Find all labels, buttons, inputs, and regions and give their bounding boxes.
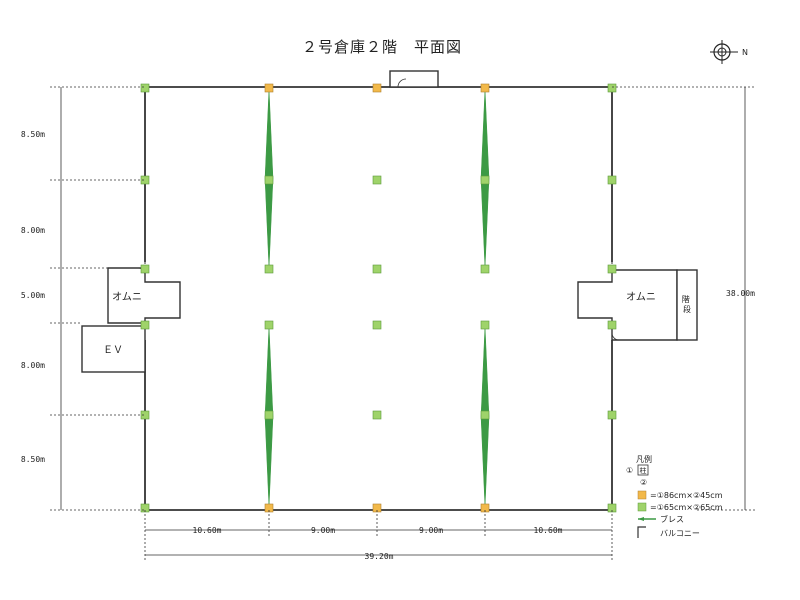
right-rooms — [577, 269, 698, 341]
bottom-dimension-chain — [144, 510, 613, 562]
column-r5-c4 — [480, 410, 490, 420]
column-r3-c1 — [140, 264, 150, 274]
column-r1-c1 — [140, 83, 150, 93]
plan-title: ２号倉庫２階 平面図 — [302, 38, 462, 56]
column-r4-c5 — [607, 320, 617, 330]
left-dimension-chain — [50, 86, 145, 511]
legend-box-char: 柱 — [640, 466, 647, 475]
legend-balcony-text: バルコニー — [660, 529, 700, 538]
room-omuni-left: オムニ — [112, 291, 142, 303]
dim-left-2: 8.00m — [21, 226, 45, 235]
column-r1-c4 — [480, 83, 490, 93]
column-r2-c2 — [264, 175, 274, 185]
dim-bottom-3: 9.00m — [419, 526, 443, 535]
legend-green-swatch — [637, 502, 647, 512]
left-rooms — [81, 267, 181, 373]
dim-left-5: 8.50m — [21, 455, 45, 464]
room-stairs-char-2: 段 — [683, 304, 691, 314]
column-r5-c3 — [372, 410, 382, 420]
column-r4-c4 — [480, 320, 490, 330]
compass-north-label: N — [742, 48, 748, 57]
legend-column-box — [637, 464, 649, 476]
room-omuni-right: オムニ — [626, 291, 656, 303]
dim-bottom-4: 10.60m — [534, 526, 563, 535]
legend-orange-text: =①86cm×②45cm — [650, 491, 723, 500]
building-outline — [144, 86, 613, 511]
column-r5-c5 — [607, 410, 617, 420]
column-r3-c3 — [372, 264, 382, 274]
column-r4-c2 — [264, 320, 274, 330]
dim-left-1: 8.50m — [21, 130, 45, 139]
right-dimension — [612, 86, 755, 511]
column-r1-c5 — [607, 83, 617, 93]
dim-bottom-2: 9.00m — [311, 526, 335, 535]
column-r4-c3 — [372, 320, 382, 330]
legend-sym2: ② — [640, 478, 647, 487]
column-r2-c4 — [480, 175, 490, 185]
dim-left-4: 8.00m — [21, 361, 45, 370]
column-r3-c4 — [480, 264, 490, 274]
column-r5-c1 — [140, 410, 150, 420]
column-r1-c2 — [264, 83, 274, 93]
dim-bottom-1: 10.60m — [193, 526, 222, 535]
legend-brace-text: ブレス — [660, 514, 684, 524]
braces — [264, 87, 490, 509]
column-r3-c2 — [264, 264, 274, 274]
column-r1-c3 — [372, 83, 382, 93]
legend-brace-symbol — [638, 517, 656, 521]
legend-balcony-symbol — [637, 526, 646, 538]
column-r2-c5 — [607, 175, 617, 185]
legend-title: 凡例 — [636, 454, 652, 464]
legend-sym1: ① — [626, 466, 633, 475]
compass-icon — [710, 40, 738, 64]
columns — [140, 83, 617, 513]
column-r2-c3 — [372, 175, 382, 185]
top-balcony — [389, 70, 439, 88]
dim-left-3: 5.00m — [21, 291, 45, 300]
legend-green-text: =①65cm×②65cm — [650, 503, 723, 512]
dim-right-total: 38.00m — [726, 289, 755, 298]
column-r2-c1 — [140, 175, 150, 185]
column-r3-c5 — [607, 264, 617, 274]
room-ev: ＥＶ — [103, 345, 123, 356]
room-stairs-char-1: 階 — [682, 294, 690, 304]
dim-bottom-total: 39.20m — [365, 552, 394, 561]
legend-orange-swatch — [637, 490, 647, 500]
room-stairs: 階 段 — [682, 294, 693, 314]
column-r5-c2 — [264, 410, 274, 420]
column-r4-c1 — [140, 320, 150, 330]
legend: 凡例 ① 柱 ② =①86cm×②45cm =①65cm×②65cm ブレス バ… — [626, 454, 723, 538]
